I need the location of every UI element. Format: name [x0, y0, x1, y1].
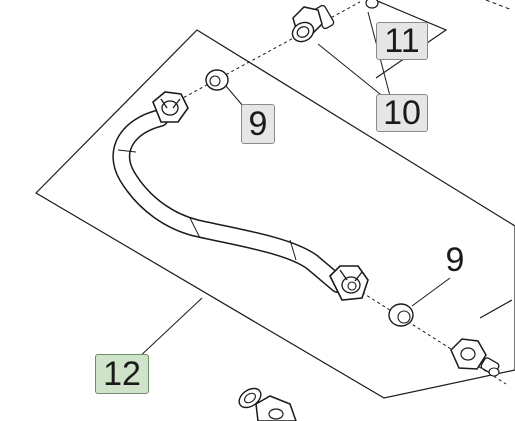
assembly-axis-lower — [351, 285, 507, 385]
callout-9-right: 9 — [445, 241, 465, 279]
part-12-panel-outline — [35, 29, 515, 399]
leader-line-9-top — [225, 85, 244, 107]
lower-fitting-right — [450, 299, 513, 377]
callout-11: 11 — [376, 22, 428, 60]
hose-nut-top — [152, 91, 189, 123]
callout-12: 12 — [95, 354, 149, 394]
part-9-washer-right — [388, 303, 414, 327]
callout-10: 10 — [376, 94, 428, 132]
dashed-edge-top-right — [485, 0, 513, 11]
callout-9-top: 9 — [241, 104, 275, 144]
hose-assembly — [112, 109, 347, 293]
leader-line-12 — [135, 297, 203, 361]
lower-fitting-bottom — [238, 387, 297, 421]
part-11-fragment — [365, 0, 379, 9]
leader-line-10-a — [317, 43, 386, 99]
part-11-panel-outline — [374, 0, 448, 79]
part-10-fitting — [291, 4, 335, 43]
part-9-washer-top — [205, 69, 229, 91]
hose-nut-bottom — [329, 265, 369, 301]
leader-line-9-right — [411, 277, 451, 307]
